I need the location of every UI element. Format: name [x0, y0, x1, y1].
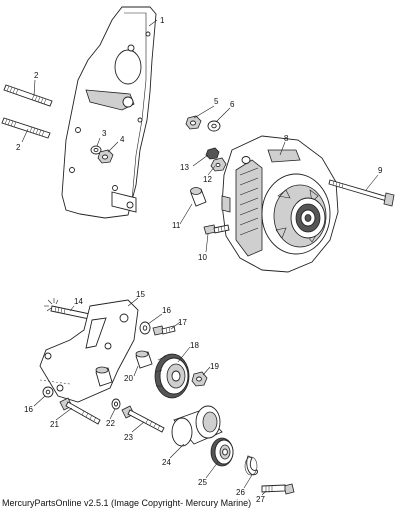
- callout-22: 22: [106, 419, 115, 428]
- stud-lower[interactable]: [1, 117, 51, 139]
- callout-23: 23: [124, 433, 133, 442]
- callout-4: 4: [120, 135, 125, 144]
- nut-4[interactable]: [97, 149, 114, 164]
- bolt-27[interactable]: [261, 483, 295, 495]
- callout-16-lower: 16: [24, 405, 33, 414]
- callout-labels: 1 2 2 3 4 5 6 8 13 12 9 11 10 14 15 16 1…: [16, 16, 383, 504]
- roller-24[interactable]: [171, 405, 223, 447]
- callout-20: 20: [124, 374, 133, 383]
- terminal-nut-12[interactable]: [210, 157, 227, 172]
- through-bolt-9[interactable]: [328, 179, 395, 207]
- washer-3[interactable]: [90, 145, 102, 155]
- alternator[interactable]: [221, 135, 339, 273]
- idler-bracket-15[interactable]: [39, 299, 139, 403]
- callout-12: 12: [203, 175, 212, 184]
- copyright-footer: MercuryPartsOnline v2.5.1 (Image Copyrig…: [2, 498, 252, 508]
- snap-ring-26[interactable]: [244, 455, 258, 476]
- callout-1: 1: [160, 16, 165, 25]
- bolt-10[interactable]: [203, 224, 230, 235]
- bolt-21[interactable]: [59, 397, 101, 425]
- callout-2-upper: 2: [34, 71, 39, 80]
- spacer-11[interactable]: [190, 187, 207, 207]
- bolt-17[interactable]: [152, 325, 176, 336]
- nut-13[interactable]: [205, 147, 220, 160]
- callout-9: 9: [378, 166, 383, 175]
- callout-17: 17: [178, 318, 187, 327]
- callout-26: 26: [236, 488, 245, 497]
- callout-14: 14: [74, 297, 83, 306]
- callout-16-upper: 16: [162, 306, 171, 315]
- washer-6[interactable]: [207, 120, 221, 132]
- callout-18: 18: [190, 341, 199, 350]
- stud-14[interactable]: [50, 305, 91, 320]
- leader-lines: [21, 19, 379, 496]
- mounting-bracket-plate[interactable]: [61, 6, 157, 219]
- nut-19[interactable]: [191, 371, 208, 387]
- callout-27: 27: [256, 495, 265, 504]
- callout-10: 10: [198, 253, 207, 262]
- callout-24: 24: [162, 458, 171, 467]
- callout-6: 6: [230, 100, 235, 109]
- bolt-23[interactable]: [121, 405, 165, 433]
- callout-19: 19: [210, 362, 219, 371]
- washer-22[interactable]: [111, 398, 121, 410]
- callout-11: 11: [172, 221, 181, 230]
- callout-25: 25: [198, 478, 207, 487]
- sealant-icon: [44, 298, 59, 312]
- washer-16-lower[interactable]: [42, 386, 54, 398]
- callout-5: 5: [214, 97, 219, 106]
- callout-3: 3: [102, 129, 107, 138]
- spacer-20-upper[interactable]: [135, 350, 153, 369]
- washer-16-upper[interactable]: [139, 321, 151, 335]
- idler-pulley-18[interactable]: [154, 353, 190, 399]
- callout-2-lower: 2: [16, 143, 21, 152]
- spacer-20-lower[interactable]: [95, 366, 113, 387]
- stud-upper[interactable]: [3, 84, 53, 107]
- callout-13: 13: [180, 163, 189, 172]
- bearing-25[interactable]: [210, 437, 234, 467]
- callout-21: 21: [50, 420, 59, 429]
- nut-5[interactable]: [185, 115, 202, 130]
- callout-8: 8: [284, 134, 289, 143]
- callout-15: 15: [136, 290, 145, 299]
